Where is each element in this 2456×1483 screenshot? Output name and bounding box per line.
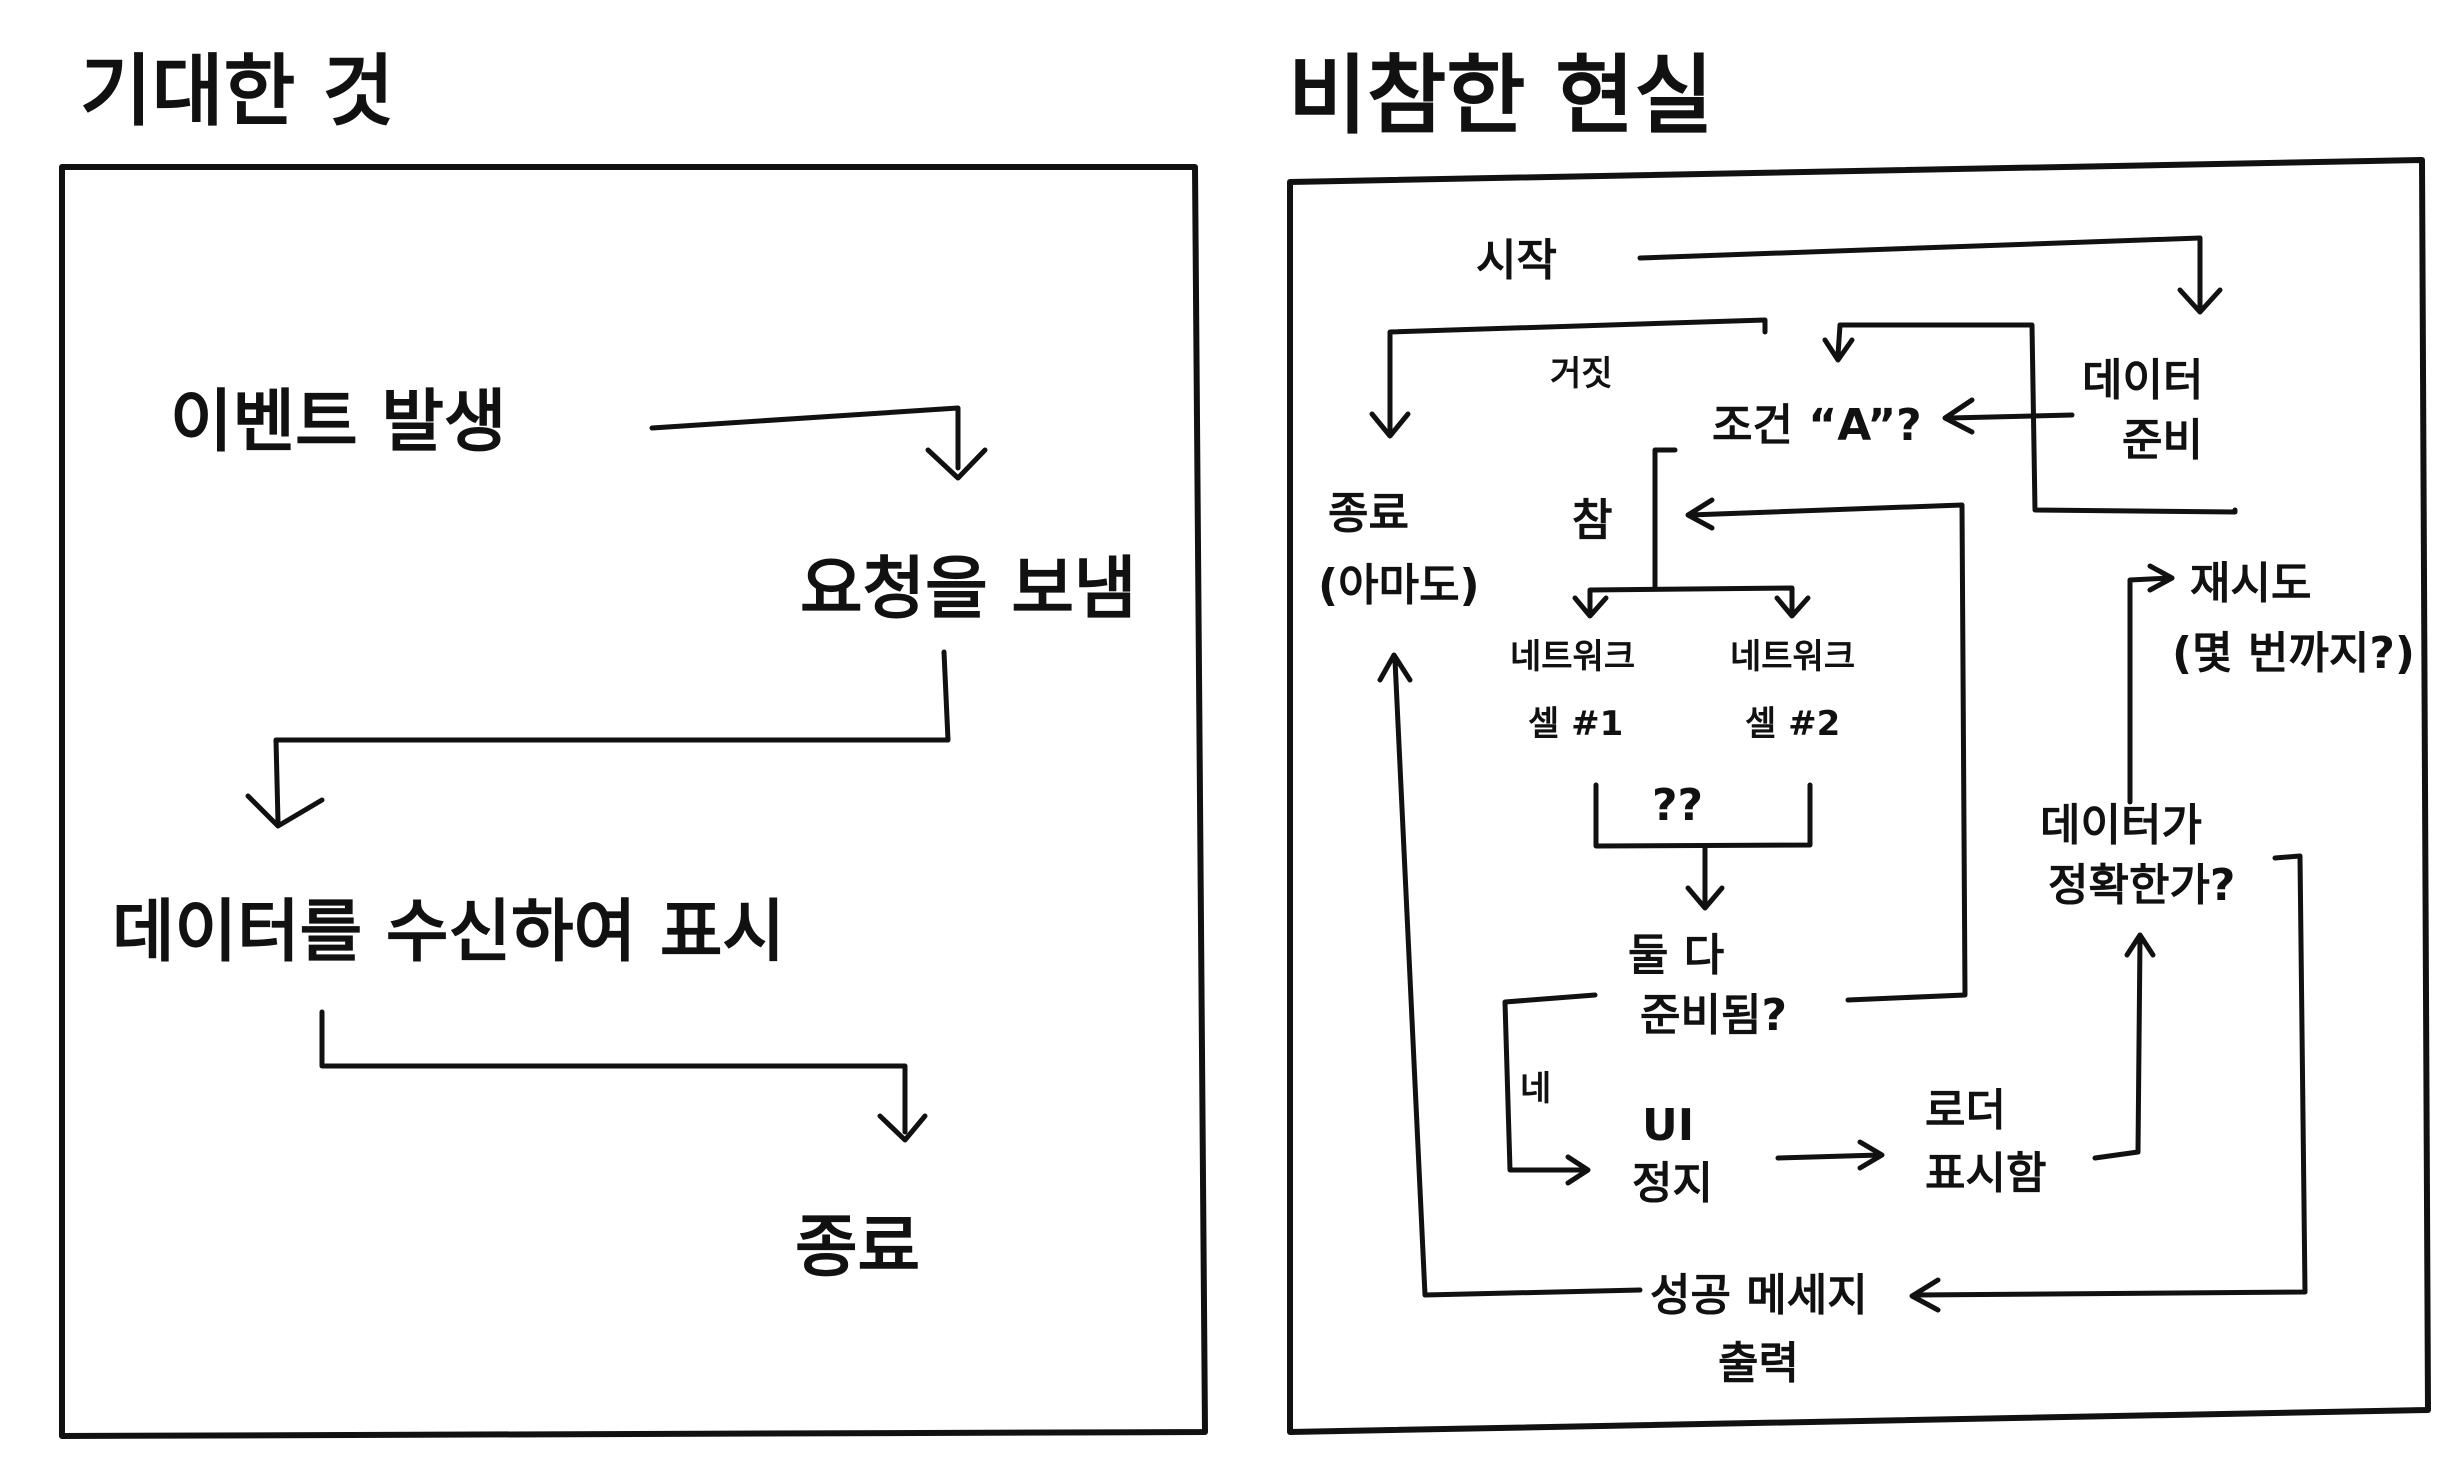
- arrow-both-ready-no-to-true: [1685, 497, 1968, 1003]
- arrow-both-ready-yes-to-ui-freeze: [1502, 992, 1598, 1186]
- node-end-maybe-line2: (아마도): [1318, 560, 1480, 611]
- arrow-accurate-no-to-retry: [2127, 563, 2175, 805]
- arrow-start-to-data-ready: [1637, 235, 2223, 315]
- arrow-loader-to-accurate: [2092, 932, 2156, 1161]
- arrow-data-ready-to-condition: [1942, 397, 2075, 435]
- reality-panel: 비참한 현실 시작 거짓 조건 “A”? 데이터 준비 종료 (아마도) 참 재…: [1287, 46, 2431, 1435]
- node-both-ready-line2: 준비됨?: [1640, 990, 1787, 1041]
- label-true: 참: [1572, 495, 1612, 546]
- node-accurate-line1: 데이터가: [2040, 800, 2202, 851]
- node-loader-line1: 로더: [1925, 1085, 2006, 1136]
- node-success-line2: 출력: [1718, 1338, 1799, 1389]
- node-cell1-line2: 셀 #1: [1528, 704, 1623, 744]
- step-receive-and-display: 데이터를 수신하여 표시: [112, 893, 785, 972]
- node-retry-line1: 재시도: [2190, 558, 2311, 609]
- arrow-true-split-to-cells: [1572, 585, 1811, 619]
- arrow-accurate-yes-to-success: [1909, 853, 2308, 1313]
- node-ui-freeze-line2: 정지: [1632, 1158, 1713, 1209]
- arrow-condition-false-to-end: [1369, 317, 1768, 439]
- arrow-success-to-end: [1377, 652, 1643, 1298]
- arrow-request-to-receive: [245, 649, 951, 829]
- reality-title: 비참한 현실: [1288, 46, 1714, 146]
- label-yes: 네: [1520, 1069, 1551, 1109]
- node-cell2-line1: 네트워크: [1730, 637, 1855, 677]
- expectation-panel: 기대한 것 이벤트 발생 요청을 보냄 데이터를 수신하여 표시 종료: [59, 47, 1208, 1439]
- node-cell2-line2: 셀 #2: [1745, 704, 1840, 744]
- node-condition-a: 조건 “A”?: [1712, 400, 1922, 451]
- node-start: 시작: [1476, 235, 1557, 286]
- node-success-line1: 성공 메세지: [1650, 1270, 1868, 1321]
- line-condition-true-branch: [1652, 447, 1678, 591]
- arrow-receive-to-end: [319, 1009, 928, 1143]
- arrow-event-to-request: [649, 405, 988, 481]
- label-false: 거짓: [1550, 354, 1613, 394]
- step-end: 종료: [795, 1208, 920, 1287]
- expectation-title: 기대한 것: [80, 47, 394, 137]
- expectation-frame: [59, 164, 1208, 1439]
- node-data-ready-line2: 준비: [2122, 415, 2203, 466]
- arrow-cells-join-to-both-ready: [1593, 782, 1813, 911]
- arrow-retry-loop-to-condition: [1822, 322, 2238, 515]
- node-data-ready-line1: 데이터: [2082, 355, 2203, 406]
- arrow-ui-freeze-to-loader: [1775, 1139, 1885, 1171]
- node-ui-freeze-line1: UI: [1642, 1100, 1694, 1151]
- node-loader-line2: 표시함: [1925, 1148, 2046, 1199]
- node-cell1-line1: 네트워크: [1510, 637, 1635, 677]
- node-end-maybe-line1: 종료: [1328, 488, 1409, 539]
- step-send-request: 요청을 보냄: [800, 550, 1136, 629]
- reality-frame: [1287, 157, 2431, 1435]
- node-accurate-line2: 정확한가?: [2048, 860, 2235, 911]
- node-both-ready-line1: 둘 다: [1628, 930, 1724, 981]
- node-retry-line2: (몇 번까지?): [2172, 628, 2415, 679]
- step-event-occurs: 이벤트 발생: [170, 383, 506, 462]
- label-unknown: ??: [1652, 780, 1703, 831]
